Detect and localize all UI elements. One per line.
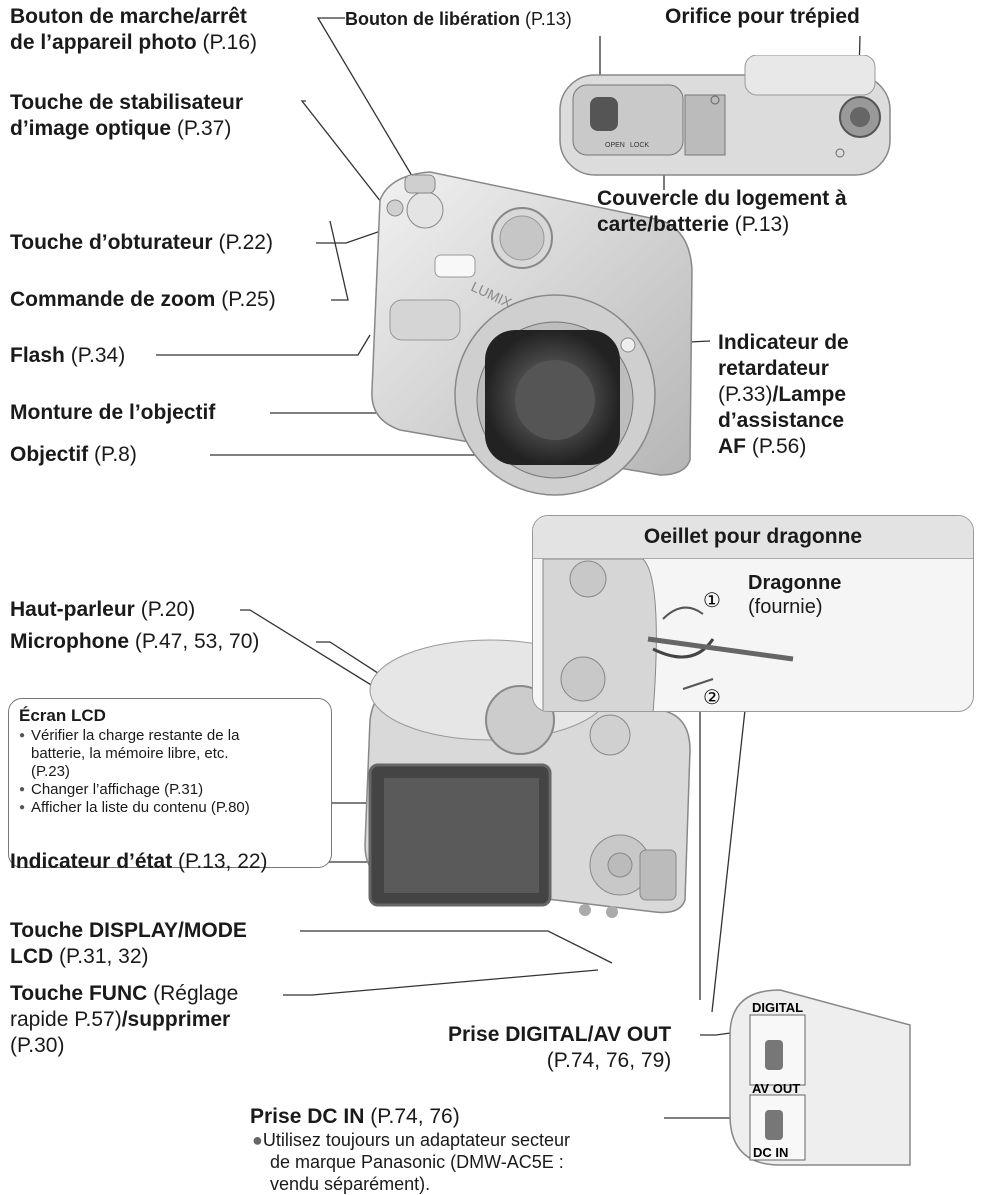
- digital-port-label: DIGITAL: [752, 1000, 803, 1015]
- label-release-button: Bouton de libération (P.13): [345, 9, 572, 29]
- lcd-item: Vérifier la charge restante de la: [19, 727, 321, 745]
- label-dc-in-jack: Prise DC IN (P.74, 76): [250, 1105, 460, 1128]
- camera-bottom-view: OPEN LOCK: [559, 55, 891, 176]
- label-zoom-lever: Commande de zoom (P.25): [10, 288, 276, 311]
- strap-note: (fournie): [748, 596, 823, 618]
- label-ois-button: Touche de stabilisateur d’image optique …: [10, 91, 243, 140]
- strap-label: Dragonne: [748, 572, 842, 594]
- camera-front-view: LUMIX: [371, 171, 693, 496]
- label-card-cover: Couvercle du logement à carte/batterie (…: [597, 187, 847, 236]
- label-display-button: Touche DISPLAY/MODE LCD (P.31, 32): [10, 919, 247, 968]
- label-lens-mount: Monture de l’objectif: [10, 401, 216, 424]
- strap-illustration: ① ②: [542, 558, 794, 711]
- step-2-marker: ②: [703, 685, 721, 709]
- label-tripod-socket: Orifice pour trépied: [665, 5, 860, 28]
- label-microphone: Microphone (P.47, 53, 70): [10, 630, 260, 653]
- lock-text: LOCK: [630, 142, 649, 149]
- dcin-port-label: DC IN: [753, 1145, 788, 1160]
- label-speaker: Haut-parleur (P.20): [10, 598, 196, 621]
- label-power-button: Bouton de marche/arrêt de l’appareil pho…: [10, 5, 258, 54]
- label-self-timer: Indicateur de retardateur (P.33)/Lampe d…: [718, 331, 849, 458]
- lcd-item: Afficher la liste du contenu (P.80): [19, 799, 321, 817]
- label-flash: Flash (P.34): [10, 344, 126, 367]
- strap-inset-title: Oeillet pour dragonne: [533, 516, 973, 559]
- label-func-button: Touche FUNC (Réglage rapide P.57)/suppri…: [10, 982, 239, 1057]
- label-lens: Objectif (P.8): [10, 443, 137, 466]
- label-status-indicator: Indicateur d’état (P.13, 22): [10, 850, 268, 873]
- lcd-title: Écran LCD: [19, 706, 106, 725]
- jack-closeup: DIGITAL AV OUT DC IN: [729, 989, 911, 1166]
- lcd-item: batterie, la mémoire libre, etc.: [31, 745, 229, 762]
- label-digital-av-jack: Prise DIGITAL/AV OUT (P.74, 76, 79): [448, 1023, 672, 1072]
- step-1-marker: ①: [703, 588, 721, 612]
- lcd-item: Changer l’affichage (P.31): [19, 781, 321, 799]
- camera-back-view: [364, 639, 691, 918]
- dc-in-note: ●Utilisez toujours un adaptateur secteur…: [252, 1130, 571, 1194]
- label-shutter-button: Touche d’obturateur (P.22): [10, 231, 273, 254]
- strap-inset: Oeillet pour dragonne ① ② Dragonne (four…: [532, 515, 974, 712]
- avout-port-label: AV OUT: [752, 1081, 800, 1096]
- lcd-item: (P.23): [31, 763, 70, 780]
- open-lock-text: OPEN: [605, 142, 625, 149]
- lcd-info-box: Écran LCD Vérifier la charge restante de…: [8, 698, 332, 868]
